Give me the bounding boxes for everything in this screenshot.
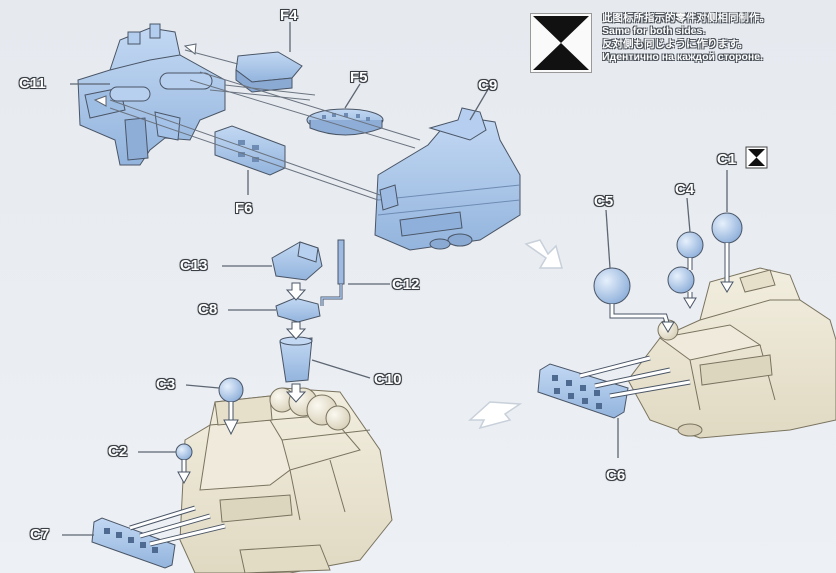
flow-arrow-down-right: [524, 239, 563, 269]
label-c4: C4: [675, 181, 695, 198]
bottom-left-assembly: [179, 387, 393, 573]
label-c7: C7: [30, 526, 50, 543]
label-c2: C2: [108, 443, 128, 460]
part-c8: [275, 297, 321, 323]
right-assembly: [627, 267, 836, 439]
guide-lines-top: [109, 49, 421, 201]
part-c4: [667, 231, 704, 309]
label-c10: C10: [374, 371, 402, 388]
part-c7: [91, 517, 176, 569]
label-c11: C11: [19, 75, 46, 92]
label-f6: F6: [235, 200, 253, 217]
c6-insert-arrows: [579, 355, 691, 399]
label-c5: C5: [594, 193, 614, 210]
note-line-ja: 反対側も同じように作ります。: [602, 38, 748, 50]
leader-lines-right: [605, 170, 728, 458]
part-f5: [306, 108, 384, 136]
same-both-sides-hourglass-icon: [530, 13, 592, 73]
c7-insert-arrows: [129, 505, 226, 547]
same-both-sides-small-icon: [745, 146, 768, 169]
label-c9: C9: [478, 77, 498, 94]
guide-arrowheads-top: [93, 43, 197, 107]
label-c13: C13: [180, 257, 208, 274]
part-c9: [374, 107, 521, 251]
leader-lines-top: [70, 22, 491, 195]
part-c6: [537, 363, 629, 419]
part-c12: [320, 239, 345, 306]
label-c1: C1: [717, 151, 737, 168]
part-c5: [593, 267, 675, 333]
note-line-en: Same for both sides.: [602, 25, 706, 37]
stack-arrows: [285, 282, 307, 340]
label-c3: C3: [156, 376, 176, 393]
part-f4: [235, 51, 303, 93]
part-c10: [279, 336, 313, 383]
note-line-ru: Идентично на каждой стороне.: [602, 51, 764, 63]
label-f5: F5: [350, 69, 368, 86]
c10-drop-arrows: [285, 383, 307, 403]
note-line-zh: 此图标所指示的零件对侧相同制作。: [602, 12, 770, 24]
part-c13: [271, 241, 323, 281]
part-c11: [77, 23, 226, 166]
part-c3: [218, 377, 244, 436]
label-c12: C12: [392, 276, 420, 293]
label-f4: F4: [280, 7, 298, 24]
leader-lines-bottom-left: [62, 384, 220, 536]
same-both-sides-note: 此图标所指示的零件对侧相同制作。 Same for both sides. 反対…: [602, 12, 834, 64]
label-c8: C8: [198, 301, 218, 318]
part-c2: [175, 443, 193, 485]
label-c6: C6: [606, 467, 626, 484]
leader-lines-middle: [222, 265, 390, 379]
part-c1: [711, 212, 743, 293]
part-f6: [214, 125, 286, 176]
flow-arrow-left: [468, 401, 523, 430]
